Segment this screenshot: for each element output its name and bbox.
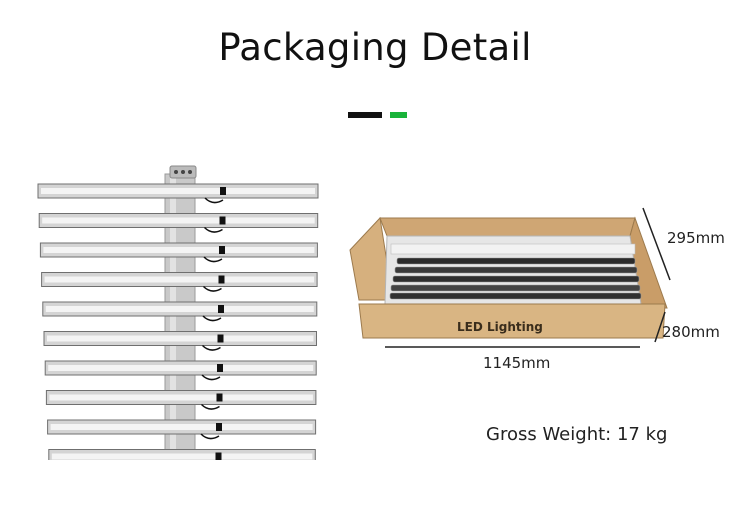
depth-dimension-line [654,311,666,343]
box-label: LED Lighting [457,320,543,334]
packing-foam [390,243,636,255]
gross-weight: Gross Weight: 17 kg [486,424,668,445]
packed-led-bar [389,292,642,300]
length-dimension: 1145mm [483,354,551,372]
box-front [358,303,666,339]
packed-led-bar [394,266,638,274]
led-bar [43,331,317,351]
led-bar [42,301,318,322]
packed-led-bar [396,257,636,265]
depth-dimension: 280mm [662,323,720,341]
page-title: Packaging Detail [218,26,532,69]
led-bar [48,449,316,460]
height-dimension: 295mm [667,229,725,247]
title-underline-green [390,112,407,118]
led-bar [45,390,317,410]
title-underline-black [348,112,382,118]
led-bar [41,272,318,292]
led-bar [44,360,317,381]
packaging-box-image: LED Lighting [349,207,671,348]
packed-led-bar [390,284,641,292]
led-bar [38,213,319,233]
led-bar [37,183,319,204]
height-dimension-line [642,207,671,281]
led-bar [47,419,317,440]
box-back-flap [379,217,636,237]
packed-led-bar [392,275,640,283]
led-fixture-image [37,165,319,460]
led-bar [39,242,318,263]
